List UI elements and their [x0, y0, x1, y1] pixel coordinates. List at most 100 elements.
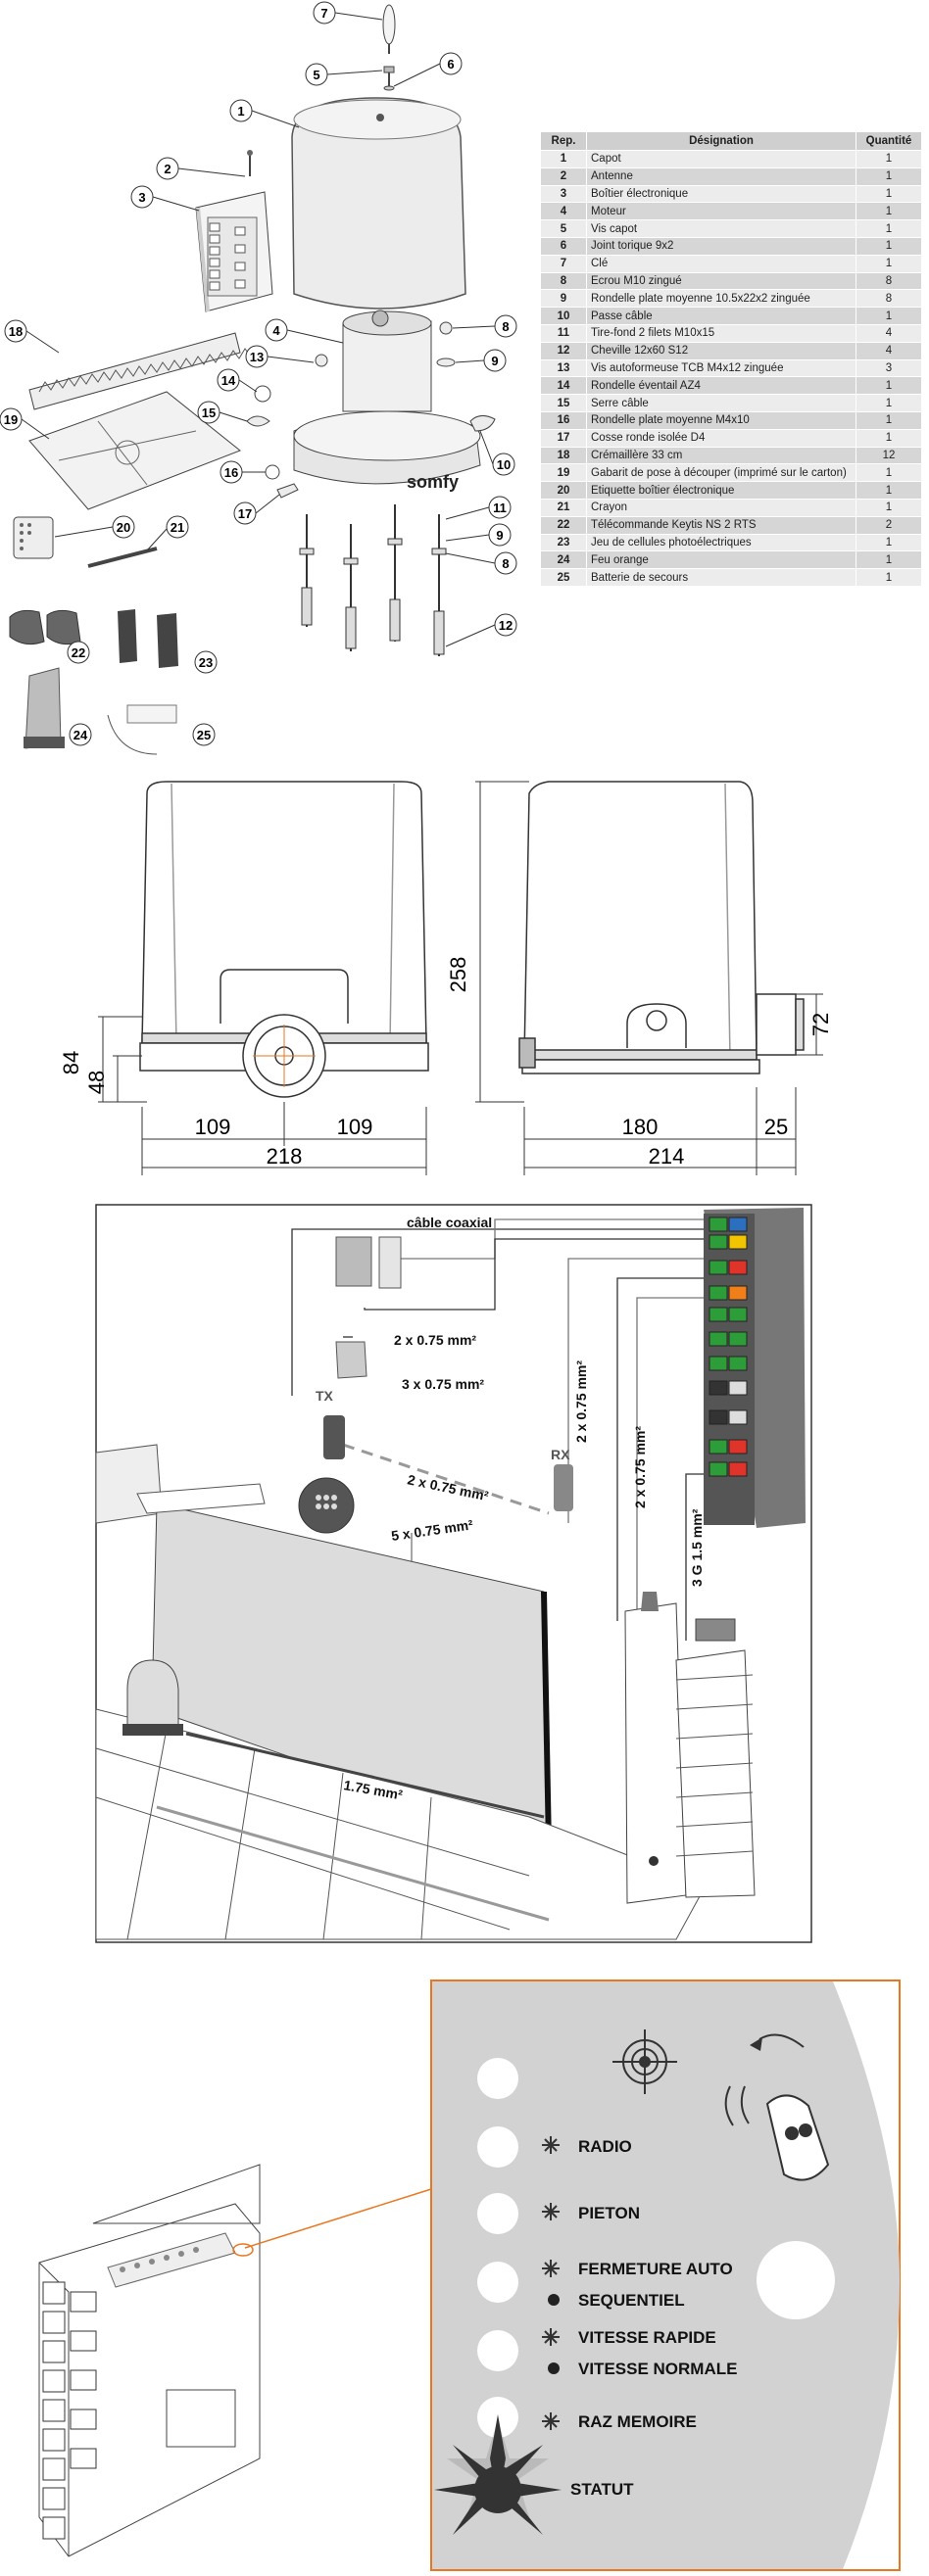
exploded-view: somfy	[0, 1, 517, 755]
cell-rep: 24	[540, 550, 587, 570]
callout-14: 14	[217, 368, 258, 393]
svg-text:23: 23	[199, 655, 213, 670]
cover-drawing	[291, 97, 466, 310]
svg-text:1: 1	[237, 104, 244, 119]
svg-text:25: 25	[197, 728, 211, 742]
dim-front-h2: 48	[84, 1071, 109, 1094]
cell-designation: Capot	[586, 150, 856, 168]
cell-designation: Tire-fond 2 filets M10x15	[586, 323, 856, 343]
cell-quantity: 4	[856, 341, 922, 360]
control-board-drawing	[704, 1208, 806, 1528]
svg-text:6: 6	[447, 57, 454, 72]
wiring-diagram: câble coaxial 2 x 0.75 mm² 3 x 0.75 mm² …	[95, 1204, 812, 1943]
callout-13: 13	[245, 345, 315, 368]
callout-23: 23	[194, 650, 218, 674]
cell-rep: 10	[540, 307, 587, 325]
cell-rep: 16	[540, 410, 587, 430]
control-box-drawing	[38, 2164, 432, 2557]
cell-quantity: 1	[856, 184, 922, 204]
antenna-drawing	[247, 150, 253, 176]
svg-text:19: 19	[4, 412, 18, 427]
svg-text:14: 14	[221, 373, 236, 388]
dimensions-drawing: 84 48 109 109 218 258 180 25 214 72	[59, 781, 833, 1175]
callout-4: 4	[265, 318, 344, 344]
callouts: 7 5 6 1 2 3 4 8 9 13 14 15 10 16 17 18 1…	[0, 1, 517, 746]
svg-text:16: 16	[224, 465, 238, 480]
dot-icon	[548, 2362, 560, 2374]
callout-1: 1	[229, 99, 300, 128]
cell-rep: 14	[540, 376, 587, 396]
rack-drawing	[28, 332, 252, 410]
zoom-panel	[430, 1980, 901, 2571]
cell-quantity: 1	[856, 428, 922, 448]
callout-16: 16	[220, 460, 266, 484]
cell-quantity: 8	[856, 289, 922, 309]
label-radio: RADIO	[578, 2137, 632, 2156]
template-sheet-drawing	[28, 391, 241, 510]
svg-text:15: 15	[202, 405, 216, 420]
panel-labels: RADIO PIETON FERMETURE AUTO SEQUENTIEL V…	[570, 2137, 737, 2499]
dim-side-w-total: 214	[649, 1144, 685, 1169]
svg-text:8: 8	[502, 556, 509, 571]
svg-text:9: 9	[496, 528, 503, 543]
label-fermeture-auto: FERMETURE AUTO	[578, 2260, 733, 2278]
dim-side-h: 72	[808, 1013, 833, 1036]
dim-front-w-left: 109	[195, 1115, 231, 1139]
cell-quantity: 1	[856, 533, 922, 552]
label-w7: 3 G 1.5 mm²	[689, 1508, 705, 1587]
cell-quantity: 1	[856, 550, 922, 570]
front-dimensions	[98, 1016, 427, 1175]
devices-drawing	[298, 1236, 573, 1534]
push-button	[757, 2241, 835, 2319]
remote-icon	[724, 2033, 830, 2181]
header-quantity: Quantité	[856, 131, 922, 151]
label-coax: câble coaxial	[407, 1215, 492, 1230]
cell-rep: 13	[540, 358, 587, 378]
pillar-drawing	[624, 1592, 756, 1904]
cell-designation: Vis capot	[586, 219, 856, 238]
cell-rep: 2	[540, 167, 587, 186]
callout-15: 15	[197, 401, 248, 424]
callout-2: 2	[156, 157, 246, 180]
callout-20: 20	[54, 515, 135, 539]
dot-icon	[548, 2294, 560, 2306]
cell-designation: Rondelle plate moyenne 10.5x22x2 zinguée	[586, 289, 856, 309]
callout-18: 18	[4, 319, 60, 354]
front-view	[139, 781, 429, 1098]
svg-text:17: 17	[238, 506, 252, 521]
cell-designation: Antenne	[586, 167, 856, 186]
svg-text:24: 24	[73, 728, 88, 742]
svg-text:7: 7	[320, 6, 327, 21]
svg-text:20: 20	[117, 520, 130, 535]
cell-rep: 3	[540, 184, 587, 204]
cell-designation: Joint torique 9x2	[586, 236, 856, 256]
cell-rep: 20	[540, 481, 587, 500]
dim-side-w2: 25	[764, 1115, 788, 1139]
svg-text:9: 9	[491, 354, 498, 368]
cell-quantity: 1	[856, 463, 922, 483]
cell-rep: 11	[540, 323, 587, 343]
cell-quantity: 1	[856, 219, 922, 238]
cell-rep: 23	[540, 533, 587, 552]
cell-quantity: 1	[856, 498, 922, 517]
cell-rep: 12	[540, 341, 587, 360]
cell-quantity: 1	[856, 236, 922, 256]
led-fermeture	[477, 2262, 518, 2303]
svg-text:22: 22	[72, 645, 85, 660]
